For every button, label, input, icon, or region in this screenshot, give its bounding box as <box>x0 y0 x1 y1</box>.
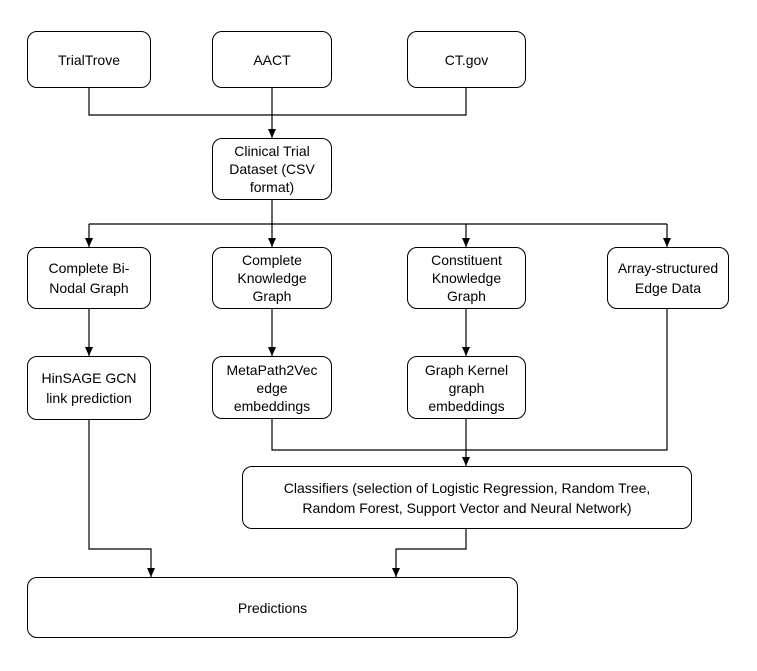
complete-kg-label: Complete Knowledge Graph <box>237 252 307 304</box>
classifiers-node: Classifiers (selection of Logistic Regre… <box>242 466 692 529</box>
constituent-kg-node: Constituent Knowledge Graph <box>407 247 526 309</box>
metapath-label: MetaPath2Vec edge embeddings <box>226 361 318 414</box>
ctgov-node: CT.gov <box>407 31 526 88</box>
connector-trialtrove <box>88 88 272 116</box>
complete-kg-node: Complete Knowledge Graph <box>212 247 332 309</box>
hinsage-node: HinSAGE GCN link prediction <box>27 356 151 420</box>
predictions-label: Predictions <box>237 599 308 616</box>
arrow-hinsage-to-predictions <box>88 420 155 577</box>
edge-data-node: Array-structured Edge Data <box>607 247 729 309</box>
dataset-label: Clinical Trial Dataset (CSV format) <box>229 143 315 195</box>
edge-data-label: Array-structured Edge Data <box>617 260 719 296</box>
aact-node: AACT <box>212 31 332 88</box>
connector-edge-data-to-classifiers <box>466 309 668 451</box>
binodal-label: Complete Bi- Nodal Graph <box>48 260 130 296</box>
dataset-node: Clinical Trial Dataset (CSV format) <box>212 138 332 200</box>
predictions-node: Predictions <box>27 577 518 638</box>
connector-ctgov <box>272 88 467 116</box>
arrow-classifiers-to-predictions <box>392 529 467 577</box>
binodal-node: Complete Bi- Nodal Graph <box>27 247 151 309</box>
trialtrove-node: TrialTrove <box>27 31 151 88</box>
graph-kernel-label: Graph Kernel graph embeddings <box>424 361 509 414</box>
constituent-kg-label: Constituent Knowledge Graph <box>431 252 502 304</box>
trialtrove-label: TrialTrove <box>58 51 120 68</box>
connector-metapath-to-classifiers <box>271 419 466 451</box>
aact-label: AACT <box>253 51 291 68</box>
metapath-node: MetaPath2Vec edge embeddings <box>212 356 332 419</box>
ctgov-label: CT.gov <box>444 51 489 68</box>
hinsage-label: HinSAGE GCN link prediction <box>41 370 137 406</box>
graph-kernel-node: Graph Kernel graph embeddings <box>407 356 526 419</box>
classifiers-label: Classifiers (selection of Logistic Regre… <box>283 479 651 516</box>
